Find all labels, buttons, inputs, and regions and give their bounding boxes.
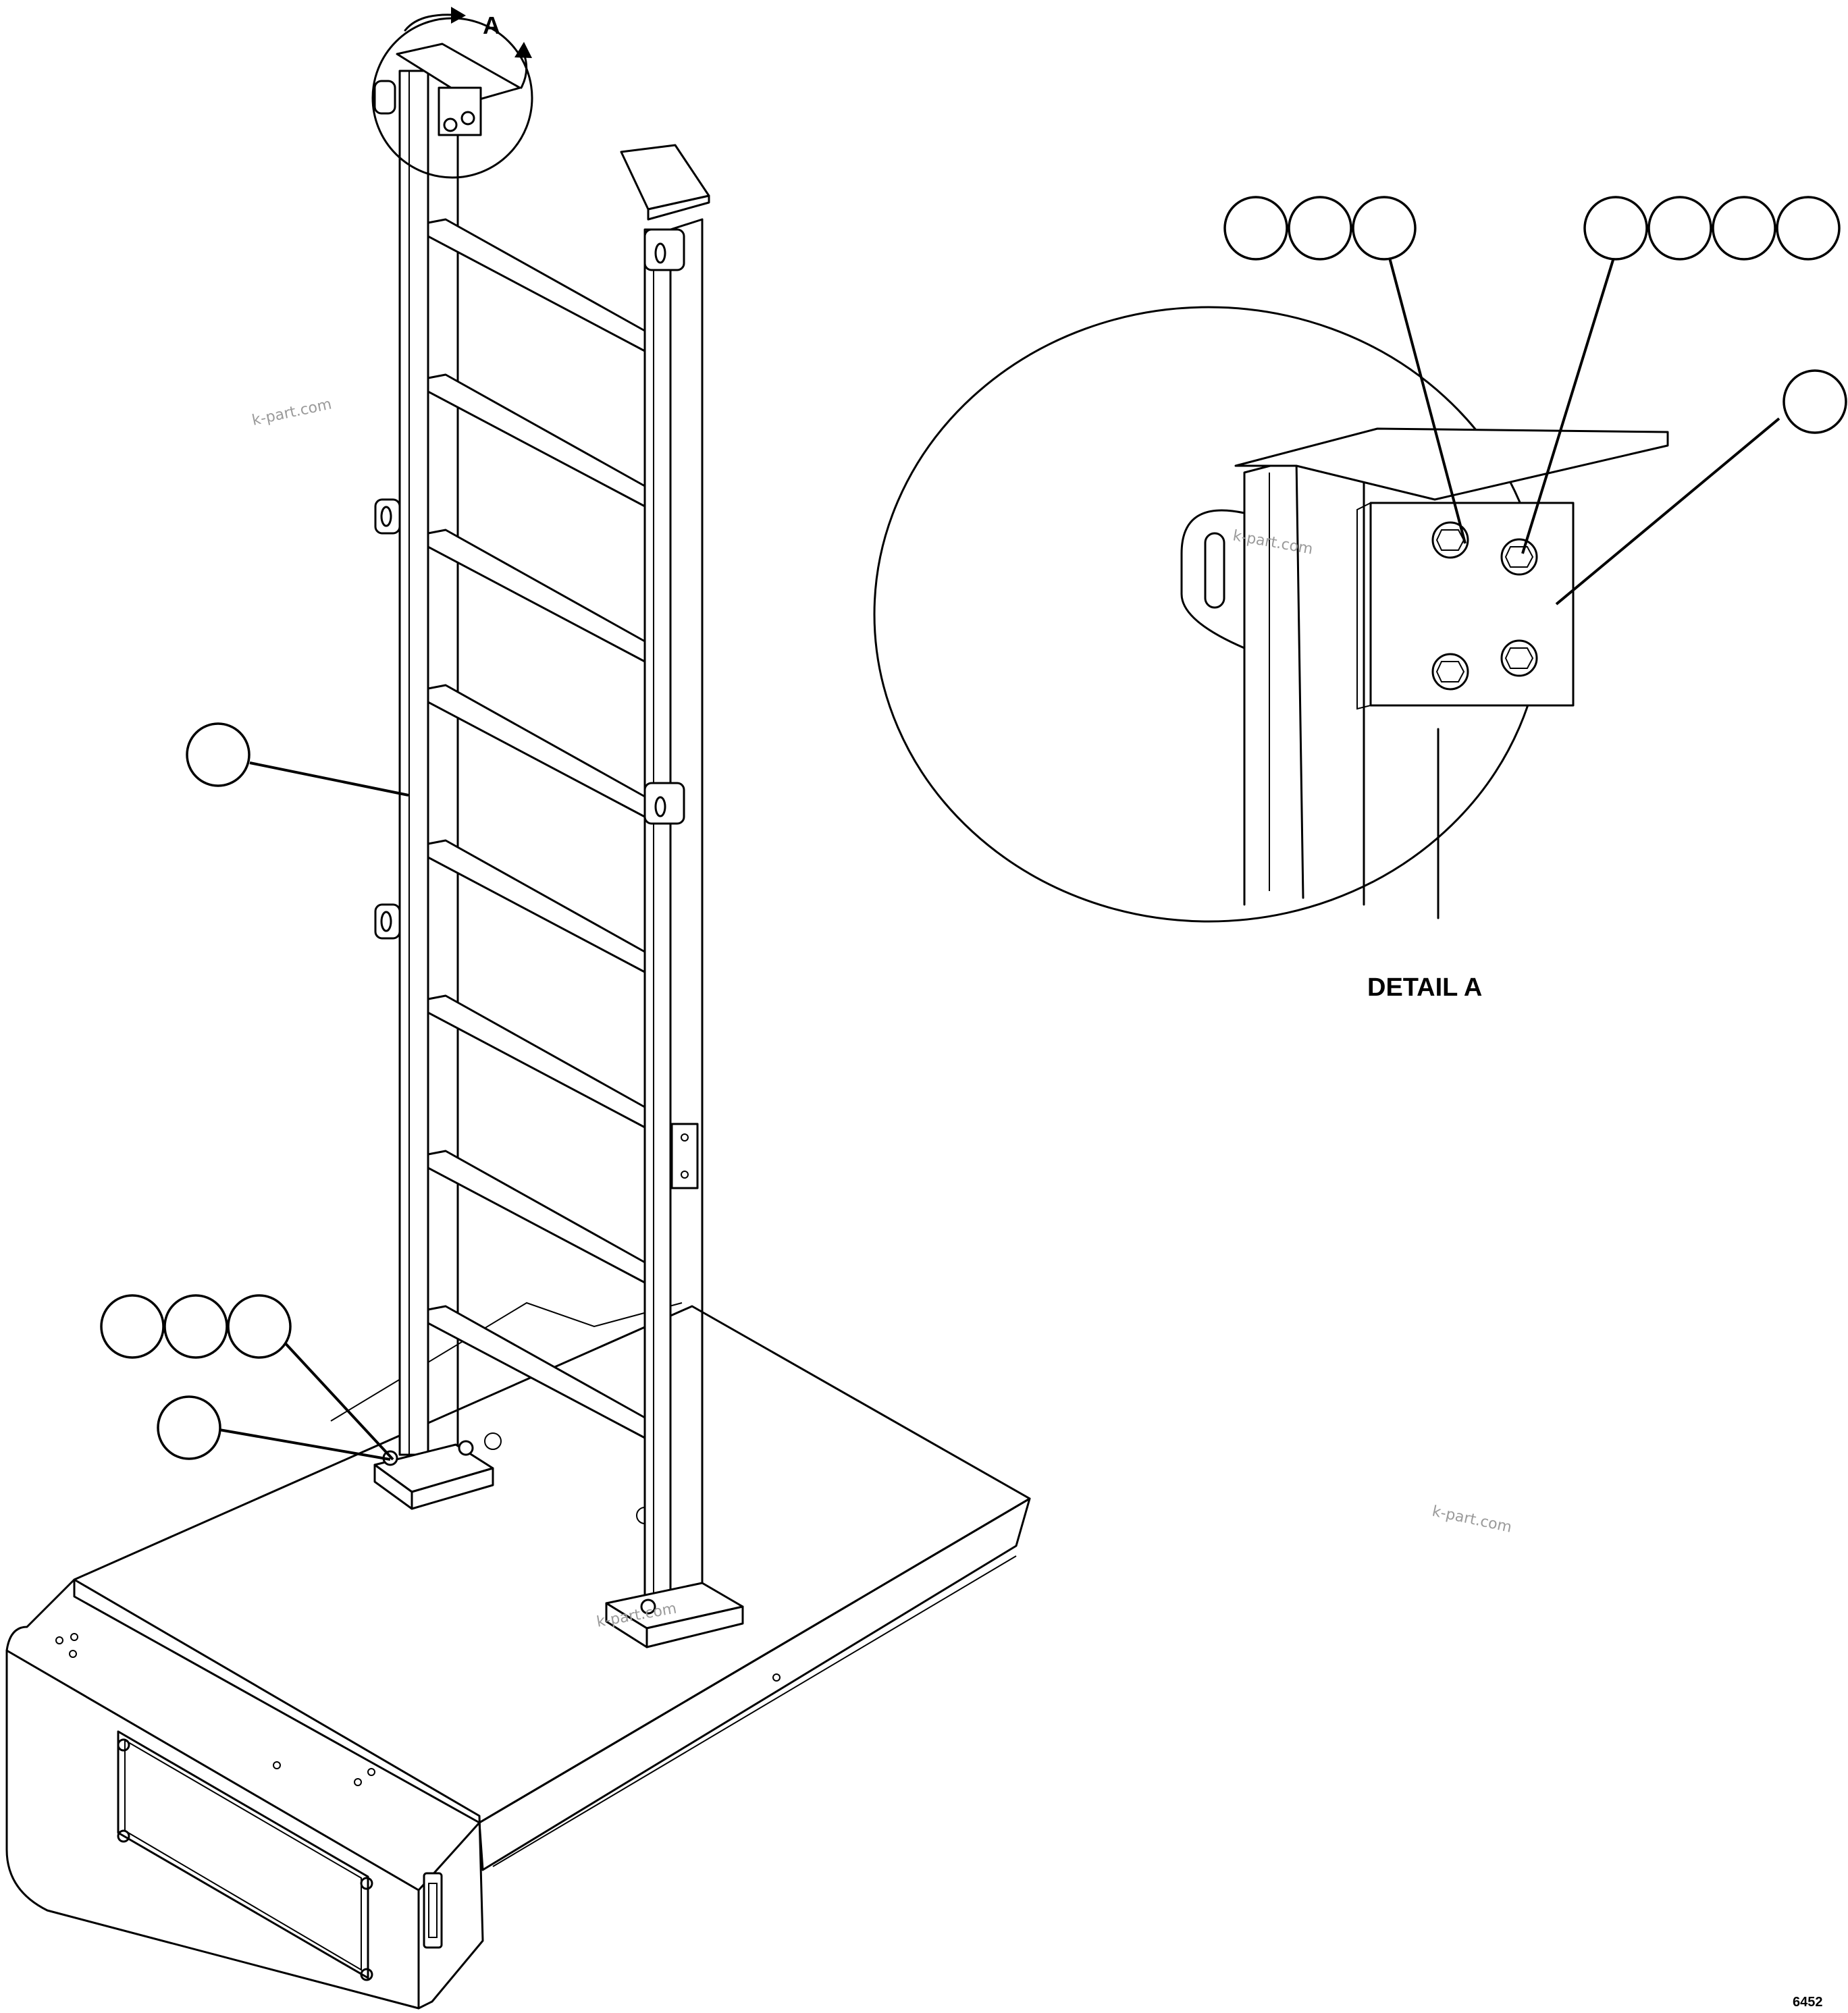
callout-bubble — [1647, 196, 1712, 261]
callout-bubble — [227, 1294, 292, 1359]
view-marker-a: A — [371, 7, 533, 179]
callout-group-detail-right — [1583, 196, 1841, 261]
callout-bubble — [1352, 196, 1417, 261]
callout-bubble — [1776, 196, 1841, 261]
ladder-left-rail — [373, 59, 494, 1510]
callout-bubble — [1783, 369, 1847, 434]
watermark: k-part.com — [1431, 1503, 1513, 1536]
callout-bubble — [157, 1395, 221, 1460]
ladder-right-rail — [605, 144, 744, 1648]
leader-lines — [219, 257, 1780, 1461]
platform-base — [5, 1301, 1031, 2010]
callout-group-ladder-rail — [186, 722, 250, 787]
detail-title: DETAIL A — [1367, 973, 1482, 1002]
callout-group-base-hardware — [100, 1294, 292, 1359]
callout-bubble — [1712, 196, 1776, 261]
callout-group-base-foot — [157, 1395, 221, 1460]
callout-bubble — [1288, 196, 1352, 261]
callout-bubble — [100, 1294, 165, 1359]
callout-bubble — [163, 1294, 228, 1359]
callout-bubble — [186, 722, 250, 787]
callout-bubble — [1583, 196, 1648, 261]
detail-a-view: DETAIL A — [873, 306, 1669, 1002]
callout-group-detail-left — [1223, 196, 1417, 261]
drawing-number: 6452 — [1793, 1995, 1823, 2010]
ladder — [373, 59, 744, 1648]
callout-group-detail-bracket — [1783, 369, 1847, 434]
callout-bubble — [1223, 196, 1288, 261]
ladder-rungs — [427, 218, 646, 1439]
view-marker-label: A — [483, 11, 500, 39]
watermark: k-part.com — [250, 396, 333, 429]
